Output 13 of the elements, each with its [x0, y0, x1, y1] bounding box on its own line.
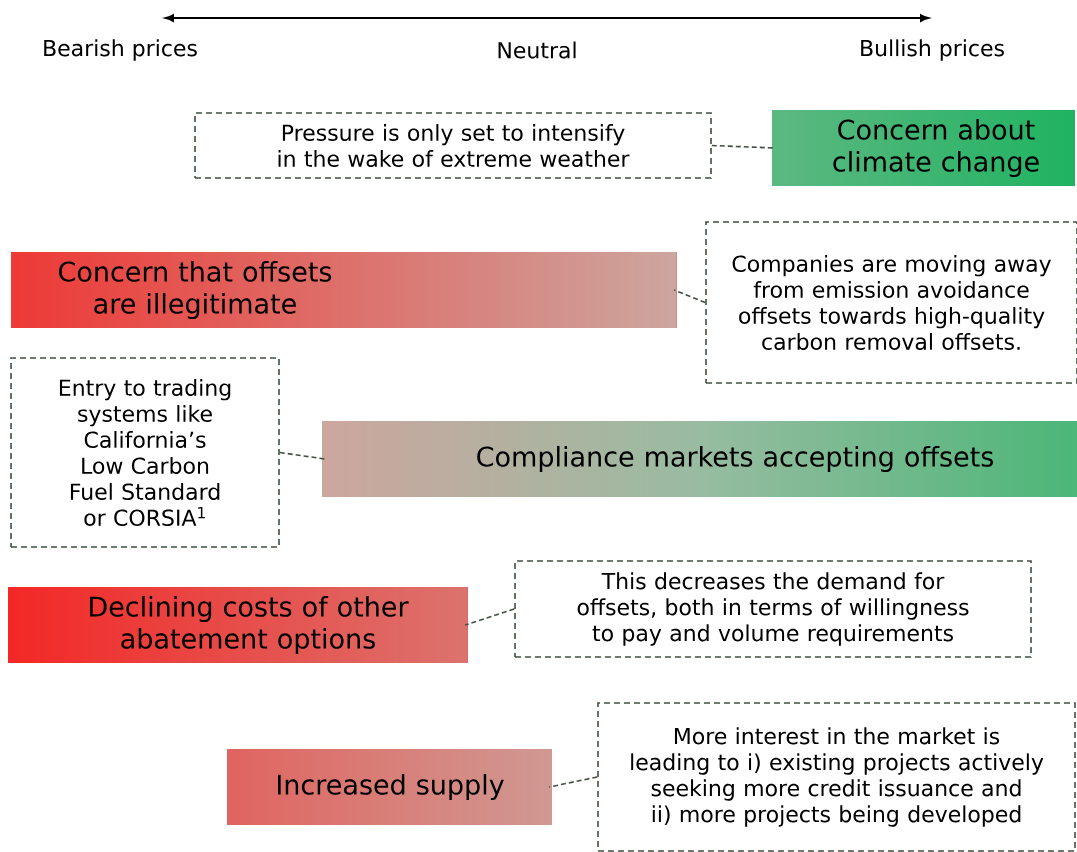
axis-label: Neutral: [498, 41, 576, 59]
callout-box: Companies are moving away from emission avoidance offsets towards high-quality carbon removal offsets.: [705, 221, 1077, 384]
callout-box: More interest in the market is leading to i) existing projects actively seeking more credit issuance and ii) more projects being developed: [597, 702, 1076, 852]
gradient-bar: Compliance markets accepting offsets: [322, 421, 1077, 497]
gradient-bar: Concern that offsets are illegitimate: [11, 252, 677, 328]
gradient-bar: Concern about climate change: [772, 110, 1075, 186]
axis-label: Bearish prices: [44, 39, 197, 61]
callout-box: This decreases the demand for offsets, both in terms of willingness to pay and volume requirements: [514, 560, 1032, 658]
callout-box: Entry to trading systems like California’s Low Carbon Fuel Standard or CORSIA$^{1}$: [10, 357, 280, 548]
gradient-bar: Increased supply: [227, 749, 552, 825]
axis-label: Bullish prices: [861, 39, 1004, 61]
gradient-bar: Declining costs of other abatement options: [8, 587, 468, 663]
callout-box: Pressure is only set to intensify in the wake of extreme weather: [194, 112, 712, 179]
